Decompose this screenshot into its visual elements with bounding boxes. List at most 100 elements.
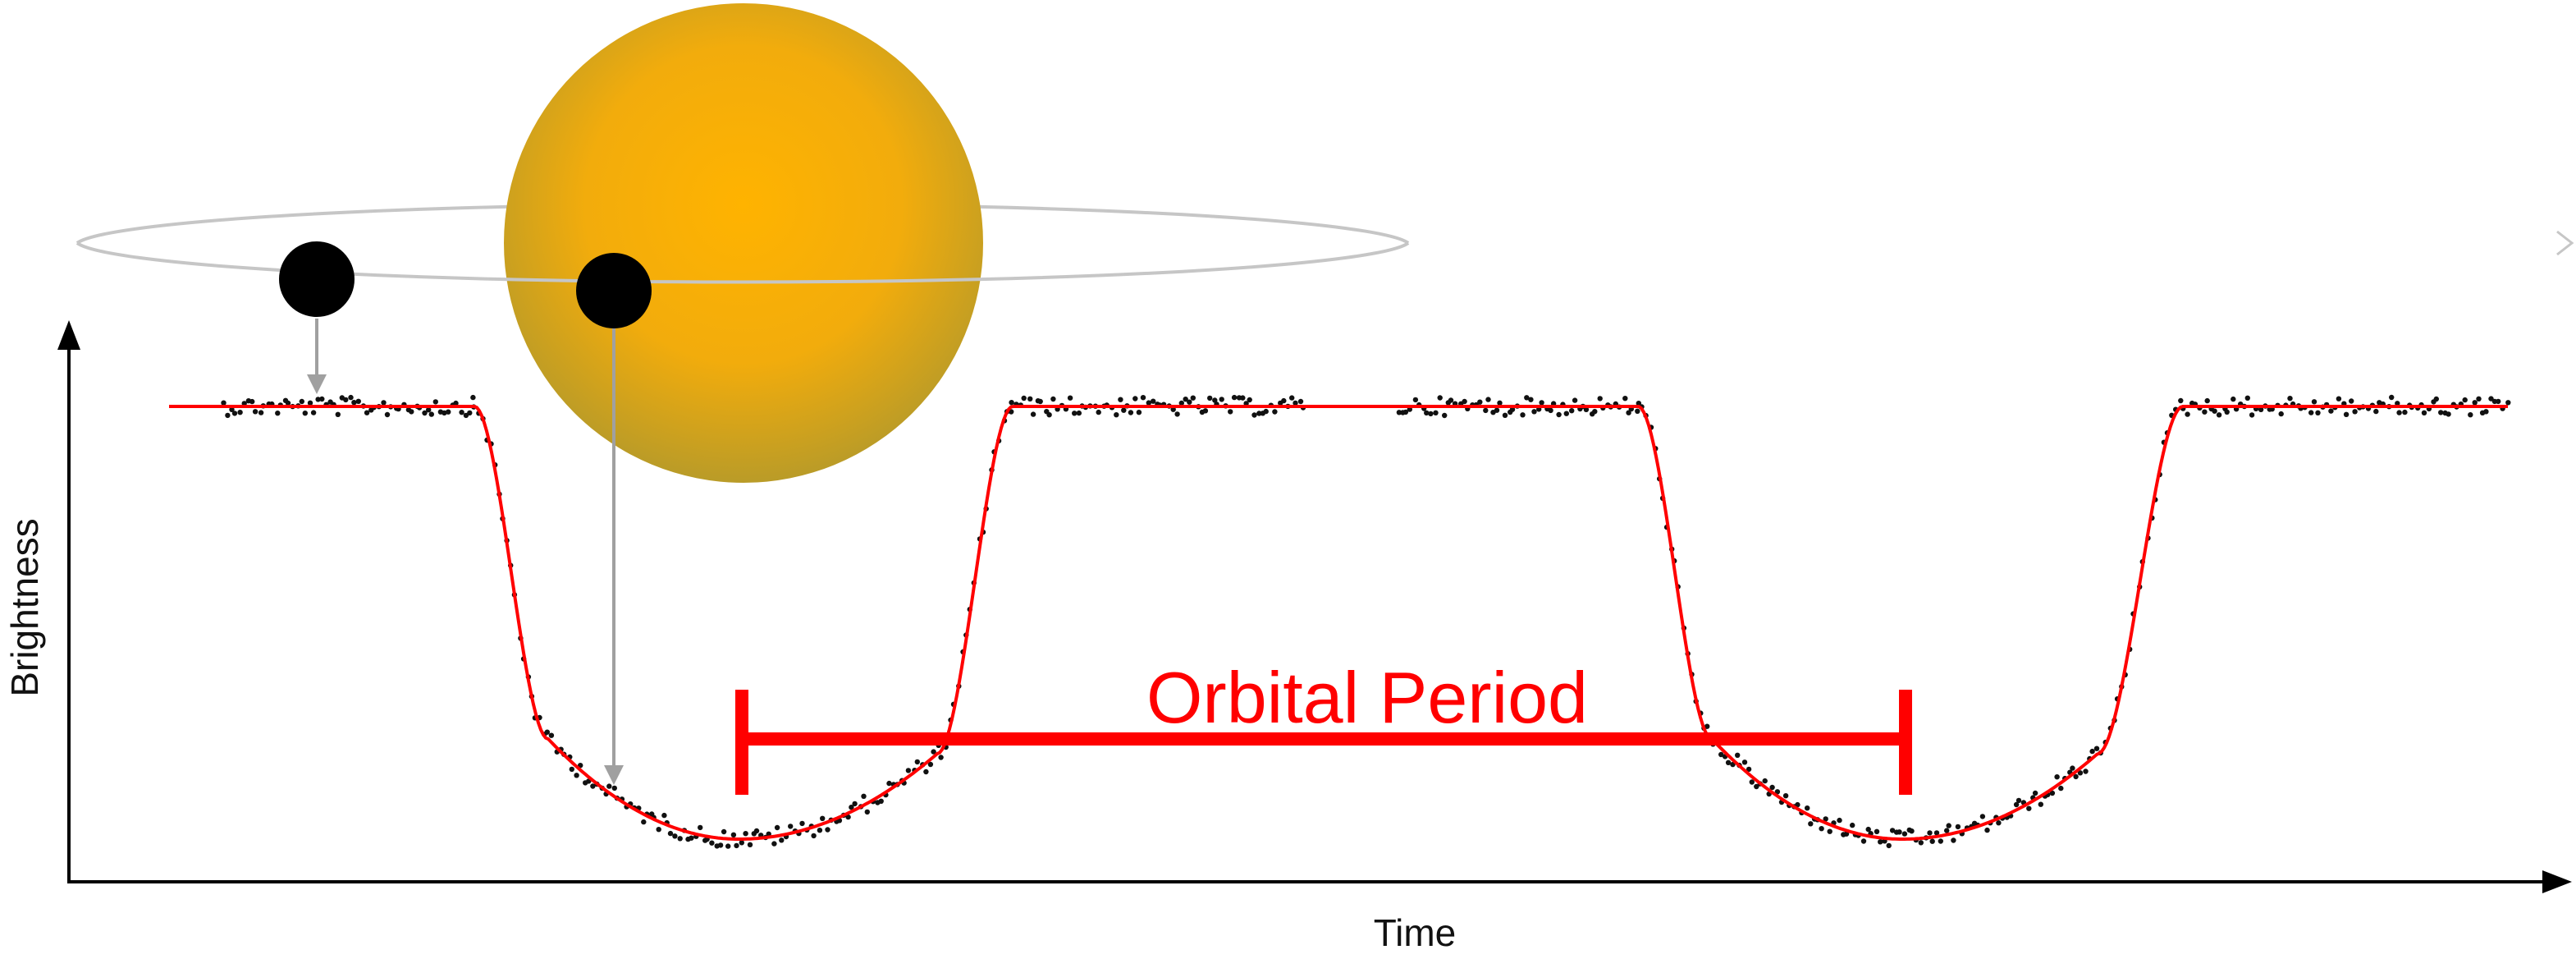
data-point <box>1774 789 1781 795</box>
data-point <box>799 820 805 827</box>
data-point <box>574 773 579 778</box>
data-point <box>428 411 434 417</box>
data-point <box>381 400 387 406</box>
data-point <box>1909 828 1915 834</box>
data-point <box>641 819 647 825</box>
data-point <box>734 842 739 849</box>
data-point <box>725 843 731 849</box>
data-point <box>548 732 555 738</box>
data-point <box>453 400 459 406</box>
data-point <box>1984 827 1990 833</box>
data-point <box>1996 820 2002 826</box>
data-point <box>351 400 357 406</box>
data-point <box>1979 814 1986 819</box>
data-point <box>2089 748 2095 755</box>
data-point <box>864 809 871 815</box>
data-point <box>2496 398 2501 405</box>
data-point <box>2488 396 2494 401</box>
data-point <box>1597 396 1603 401</box>
data-point <box>2349 398 2354 404</box>
data-point <box>2258 406 2264 412</box>
data-point <box>1021 395 1027 401</box>
data-point <box>1563 411 1570 416</box>
data-point <box>544 729 550 735</box>
data-point <box>275 411 281 416</box>
data-point <box>698 824 703 831</box>
light-curve-points <box>221 394 2511 849</box>
data-point <box>927 761 934 768</box>
data-point <box>1955 824 1961 830</box>
data-point <box>1170 406 1176 412</box>
data-point <box>221 400 226 406</box>
data-point <box>861 793 867 799</box>
data-point <box>1548 407 1553 414</box>
data-point <box>606 783 612 789</box>
data-point <box>1782 793 1789 799</box>
data-point <box>905 768 912 773</box>
data-point <box>459 410 464 415</box>
data-point <box>1725 759 1732 765</box>
data-point <box>249 398 255 405</box>
data-point <box>2308 410 2314 415</box>
data-point <box>2054 774 2060 780</box>
chevron-right-icon <box>2556 230 2574 256</box>
star-icon <box>504 3 983 483</box>
data-point <box>923 769 929 775</box>
data-point <box>1483 407 1489 414</box>
data-point <box>1212 397 1218 403</box>
data-point <box>730 832 737 837</box>
data-point <box>1509 406 1516 412</box>
data-point <box>1240 395 1246 401</box>
data-point <box>2216 412 2222 418</box>
data-point <box>2070 765 2075 771</box>
data-point <box>237 410 243 415</box>
data-point <box>1114 412 1119 418</box>
data-point <box>2016 797 2022 804</box>
data-point <box>753 828 760 834</box>
data-point <box>1146 400 1152 406</box>
data-point <box>845 814 851 820</box>
data-point <box>1497 400 1503 406</box>
data-point <box>739 840 744 846</box>
data-point <box>2472 400 2478 406</box>
data-point <box>1076 410 1082 416</box>
data-point <box>1140 395 1146 401</box>
data-point <box>2446 411 2451 417</box>
data-point <box>1837 817 1842 824</box>
light-curve-fit <box>169 405 2508 841</box>
data-point <box>1072 411 1078 416</box>
data-point <box>2287 396 2293 401</box>
data-point <box>1247 397 1252 403</box>
data-point <box>409 409 414 415</box>
data-point <box>2402 409 2408 415</box>
data-point <box>422 410 428 416</box>
data-point <box>2202 409 2208 415</box>
data-point <box>1539 400 1544 406</box>
data-point <box>225 412 231 419</box>
data-point <box>886 780 892 787</box>
data-point <box>1297 398 1304 405</box>
data-point <box>442 410 447 416</box>
data-point <box>1289 395 1295 401</box>
data-point <box>2049 790 2056 796</box>
data-point <box>825 827 830 833</box>
data-point <box>1030 411 1036 417</box>
data-point <box>467 410 473 416</box>
data-point <box>1046 412 1052 418</box>
data-point <box>1448 397 1454 403</box>
data-point <box>1207 395 1213 401</box>
data-point <box>1795 801 1800 808</box>
y-axis-label: Brightness <box>3 518 46 696</box>
data-point <box>307 400 313 406</box>
data-point <box>2077 770 2084 776</box>
data-point <box>788 824 794 829</box>
data-point <box>2026 805 2032 811</box>
data-point <box>878 798 884 804</box>
data-point <box>1202 408 1209 414</box>
data-point <box>1396 410 1402 415</box>
data-point <box>1428 411 1434 417</box>
data-point <box>667 830 674 837</box>
orbit-front <box>75 241 1410 284</box>
data-point <box>1808 821 1814 827</box>
data-point <box>1187 399 1192 405</box>
